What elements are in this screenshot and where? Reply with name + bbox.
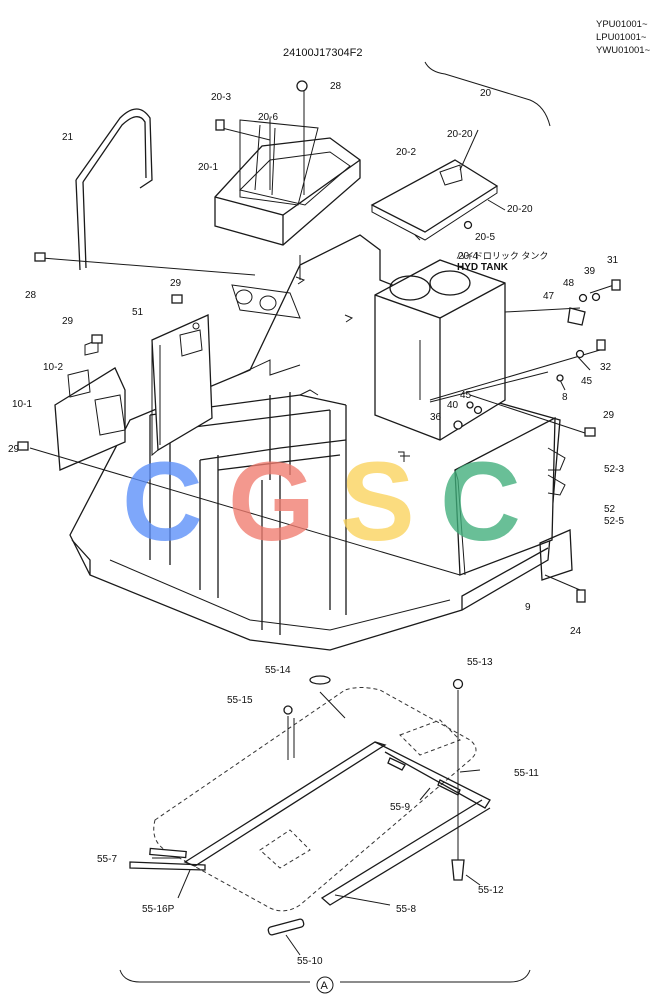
callout-10-1: 10-1 <box>12 399 32 410</box>
callout-8: 8 <box>562 392 568 403</box>
callout-20-20-top: 20-20 <box>447 129 473 140</box>
callout-31: 31 <box>607 255 619 266</box>
callout-10-2: 10-2 <box>43 362 63 373</box>
callout-36: 36 <box>430 412 442 423</box>
callout-51: 51 <box>132 307 144 318</box>
callout-20: 20 <box>480 88 492 99</box>
callout-28-top: 28 <box>330 81 342 92</box>
callout-55-12: 55-12 <box>478 885 504 896</box>
callout-52-3: 52-3 <box>604 464 624 475</box>
serial-range-3: YWU01001~ <box>596 45 651 56</box>
callout-29-lower-left: 29 <box>8 444 20 455</box>
watermark-letter-c2: C <box>440 439 521 564</box>
callout-29-upper: 29 <box>170 278 182 289</box>
serial-range-2: LPU01001~ <box>596 32 647 43</box>
battery-box-20-1 <box>214 119 361 246</box>
callout-52: 52 <box>604 504 616 515</box>
callout-21: 21 <box>62 132 74 143</box>
watermark-letter-g: G <box>228 439 315 564</box>
callout-39: 39 <box>584 266 596 277</box>
callout-24: 24 <box>570 626 582 637</box>
callout-47: 47 <box>543 291 555 302</box>
callout-32: 32 <box>600 362 612 373</box>
side-panel-51 <box>151 314 213 457</box>
callout-55-10: 55-10 <box>297 956 323 967</box>
callout-55-13: 55-13 <box>467 657 493 668</box>
view-a-label: A <box>321 980 329 992</box>
callout-9: 9 <box>525 602 531 613</box>
callout-20-2: 20-2 <box>396 147 416 158</box>
assembly-20-bracket <box>424 61 551 127</box>
serial-range-1: YPU01001~ <box>596 19 648 30</box>
callout-20-4: 20-4 <box>458 251 478 262</box>
callout-55-16p: 55-16P <box>142 904 175 915</box>
callout-20-6: 20-6 <box>258 112 278 123</box>
callout-40: 40 <box>447 400 459 411</box>
battery-cover-20-2 <box>370 159 499 241</box>
callout-20-1: 20-1 <box>198 162 218 173</box>
hydraulic-tank-20-4 <box>374 259 506 441</box>
callout-55-15: 55-15 <box>227 695 253 706</box>
fasteners <box>17 80 621 603</box>
callout-45-left: 45 <box>460 390 472 401</box>
callout-labels: 21 20-3 20-6 28 20-1 20-2 20-20 20-20 20… <box>8 81 624 637</box>
side-panel-52 <box>454 416 573 581</box>
side-cover-10-1 <box>54 339 126 471</box>
callout-28-left: 28 <box>25 290 37 301</box>
callout-48: 48 <box>563 278 575 289</box>
callout-29-left: 29 <box>62 316 74 327</box>
callout-55-14: 55-14 <box>265 665 291 676</box>
callout-20-20-right: 20-20 <box>507 204 533 215</box>
callout-55-8: 55-8 <box>396 904 416 915</box>
hyd-tank-label: HYD TANK <box>457 262 509 273</box>
callout-52-5: 52-5 <box>604 516 624 527</box>
handrail-21 <box>75 108 153 189</box>
bottom-callout-labels: 55-14 55-13 55-15 55-11 55-9 55-7 55-12 … <box>97 657 539 967</box>
callout-45-right: 45 <box>581 376 593 387</box>
cgsc-watermark: C G S C <box>122 439 521 564</box>
main-frame <box>69 234 561 651</box>
callout-29-right: 29 <box>603 410 615 421</box>
watermark-letter-c1: C <box>122 439 203 564</box>
callout-20-3: 20-3 <box>211 92 231 103</box>
view-a-circle <box>316 976 334 994</box>
bottom-plate-assembly <box>129 675 491 956</box>
callout-55-11: 55-11 <box>514 768 539 779</box>
hyd-tank-jp-label: ハイドロリック タンク <box>456 251 548 261</box>
callout-20-5: 20-5 <box>475 232 495 243</box>
callout-55-9: 55-9 <box>390 802 410 813</box>
view-a-bracket <box>119 969 531 983</box>
watermark-letter-s: S <box>340 439 415 564</box>
callout-55-7: 55-7 <box>97 854 117 865</box>
drawing-number: 24100J17304F2 <box>283 47 363 59</box>
